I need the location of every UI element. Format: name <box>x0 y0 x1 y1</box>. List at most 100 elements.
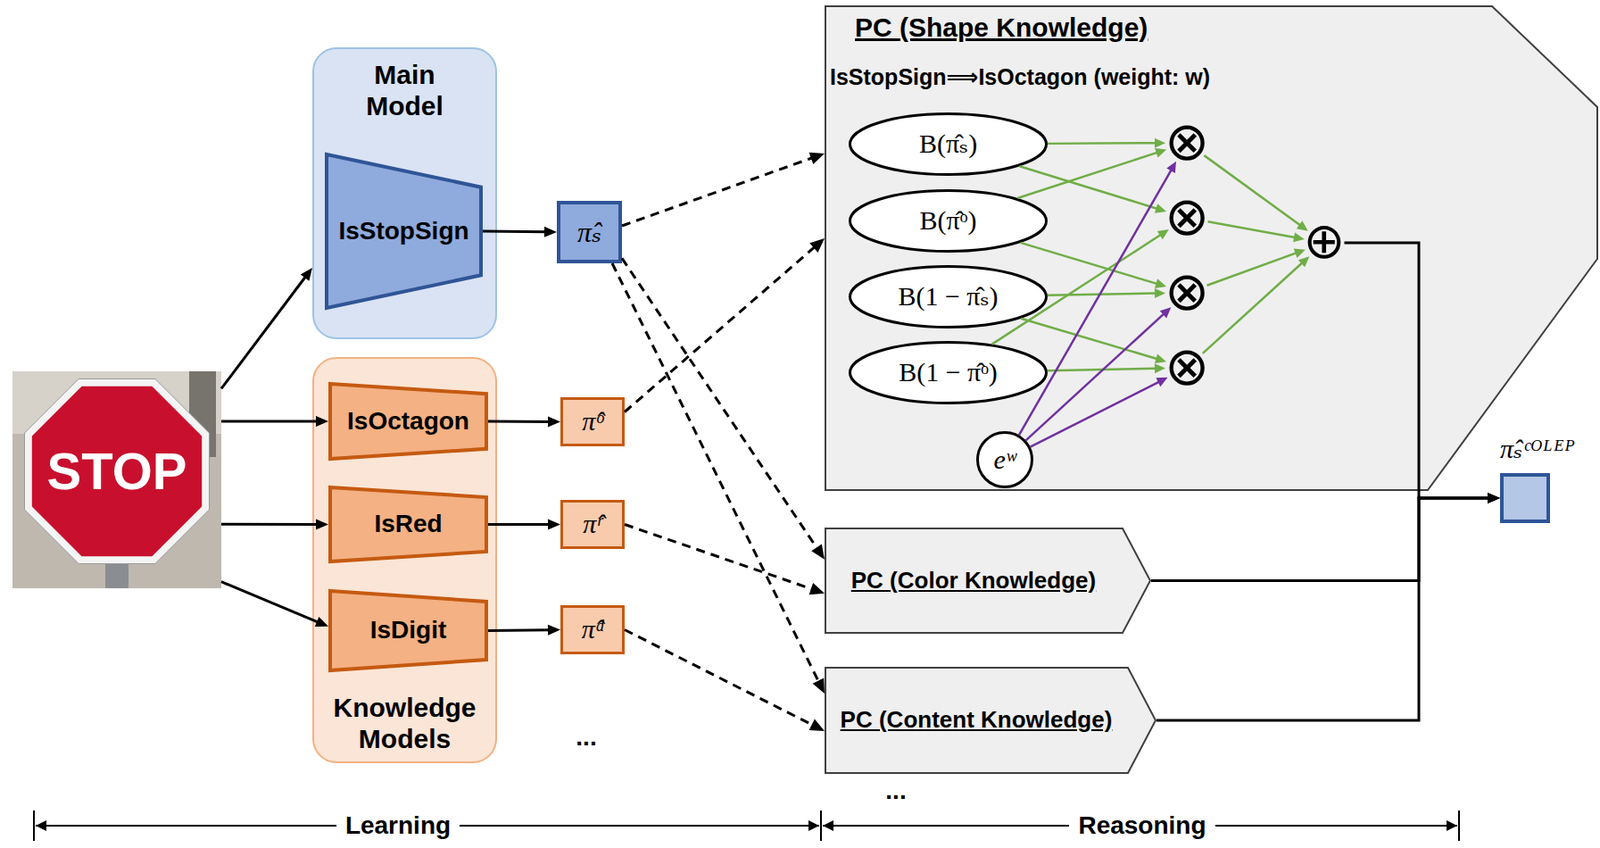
connector <box>624 524 825 596</box>
probability-symbol: π̂ʳ <box>582 508 603 540</box>
group-title: Main Model <box>338 59 473 122</box>
bernoulli-ellipse-shape <box>850 114 1047 175</box>
arrowhead <box>809 719 825 731</box>
connector-line <box>221 581 318 622</box>
probability-box: π̂ᵈ <box>560 605 625 655</box>
product-node: ⊗ <box>1165 121 1209 165</box>
bracket-tick <box>33 810 35 841</box>
sign-text: STOP <box>47 441 188 502</box>
connector-line <box>1151 497 1489 581</box>
connector-line <box>624 247 815 413</box>
connector <box>221 415 329 427</box>
bracket-tick <box>1458 810 1460 841</box>
arrowhead <box>811 544 825 560</box>
model-name: IsOctagon <box>347 406 470 436</box>
connector-line <box>488 420 549 423</box>
weight-circle: eʷ <box>976 431 1034 489</box>
probability-box: π̂ₛ <box>556 200 622 264</box>
bernoulli-ellipse-shape <box>850 342 1047 404</box>
sign-face <box>32 386 202 556</box>
bernoulli-ellipse-shape <box>850 266 1047 328</box>
connector-line <box>1156 497 1489 721</box>
output-box-outline <box>1500 472 1551 523</box>
arrowhead <box>812 678 825 694</box>
probability-symbol: π̂ₛ <box>577 215 602 249</box>
photo-background <box>12 371 222 589</box>
phase-label: Learning <box>336 811 460 840</box>
bernoulli-ellipse-shape <box>850 190 1047 252</box>
group-title: Knowledge Models <box>317 692 492 755</box>
weight-circle-shape <box>978 432 1033 488</box>
probability-box-shape <box>562 501 624 548</box>
product-symbol: ⊗ <box>1164 264 1210 318</box>
connector-line <box>624 524 813 589</box>
arrowhead <box>547 519 561 531</box>
connector-line <box>624 630 813 726</box>
input-image: STOP <box>12 371 222 589</box>
main-model-trapezoid: IsStopSign <box>324 152 483 310</box>
arrowhead <box>809 238 825 253</box>
bernoulli-term: B(1 − π̂ᵒ) <box>898 356 998 389</box>
arrowhead <box>809 582 825 595</box>
panel-title: PC (Shape Knowledge) <box>854 12 1148 44</box>
connector <box>221 267 313 390</box>
product-symbol: ⊗ <box>1164 189 1210 243</box>
pc-tag-shape <box>825 528 1151 633</box>
pc-panel-shape <box>825 6 1598 490</box>
connector <box>221 581 329 627</box>
bernoulli-term: B(π̂ₛ) <box>919 128 978 160</box>
arrowhead <box>1487 492 1501 504</box>
pc-tag: PC (Content Knowledge) <box>824 666 1157 774</box>
pc-title: PC (Content Knowledge) <box>840 706 1113 734</box>
probability-box: π̂ᵒ <box>560 397 625 447</box>
connector <box>621 152 825 226</box>
pc-panel: PC (Shape Knowledge) IsStopSign⟹IsOctagon… <box>824 5 1599 491</box>
continuation-mark: ... <box>876 776 915 805</box>
bernoulli-ellipse: B(1 − π̂ₛ) <box>848 265 1048 329</box>
probability-symbol: π̂ᵒ <box>581 406 604 438</box>
probability-box-shape <box>562 398 624 446</box>
main-model-group-shape <box>313 48 497 339</box>
arrowhead <box>300 267 313 282</box>
connector <box>488 519 561 531</box>
phase-label: Reasoning <box>1069 811 1215 840</box>
rule-text: IsStopSign⟹IsOctagon (weight: w) <box>829 64 1211 91</box>
connector <box>621 257 825 559</box>
connector <box>221 518 329 530</box>
knowledge-model-group: Knowledge ModelsIsOctagonIsRedIsDigit <box>312 356 498 763</box>
pc-tag-shape <box>825 667 1156 773</box>
bracket-tick <box>820 810 822 841</box>
weight-term: eʷ <box>994 444 1017 476</box>
connector-line <box>621 157 813 226</box>
product-symbol: ⊗ <box>1164 339 1210 393</box>
knowledge-model-trapezoid: IsDigit <box>328 588 489 672</box>
bernoulli-term: B(π̂ᵒ) <box>920 205 978 237</box>
connector-line <box>221 276 306 389</box>
connector <box>1151 492 1501 581</box>
knowledge-model-trapezoid-shape <box>330 487 487 562</box>
connector <box>624 238 825 412</box>
sum-symbol: ⊕ <box>1303 215 1346 266</box>
pc-title: PC (Color Knowledge) <box>851 567 1096 595</box>
bernoulli-ellipse: B(π̂ᵒ) <box>848 189 1048 253</box>
connector-line <box>221 419 317 423</box>
knowledge-model-trapezoid-shape <box>330 590 487 671</box>
bernoulli-ellipse: B(1 − π̂ᵒ) <box>848 340 1048 405</box>
probability-box-shape <box>558 202 621 262</box>
connector <box>1156 492 1501 721</box>
knowledge-model-group-shape <box>313 357 497 763</box>
connector-line <box>488 522 549 526</box>
probability-box-shape <box>562 606 624 654</box>
bernoulli-ellipse: B(π̂ₛ) <box>848 112 1048 176</box>
arrowhead <box>809 152 825 165</box>
output-box: π̂ₛᶜᴼᴸᴱᴾ <box>1500 472 1551 523</box>
pc-tag: PC (Color Knowledge) <box>824 527 1152 634</box>
bernoulli-term: B(1 − π̂ₛ) <box>897 281 998 313</box>
arrowhead <box>544 226 557 238</box>
sign-rim <box>24 379 210 564</box>
main-model-group: Main ModelIsStopSign <box>312 47 498 340</box>
model-name: IsStopSign <box>338 216 469 246</box>
connector-line <box>488 628 549 632</box>
knowledge-model-trapezoid-shape <box>330 383 487 459</box>
